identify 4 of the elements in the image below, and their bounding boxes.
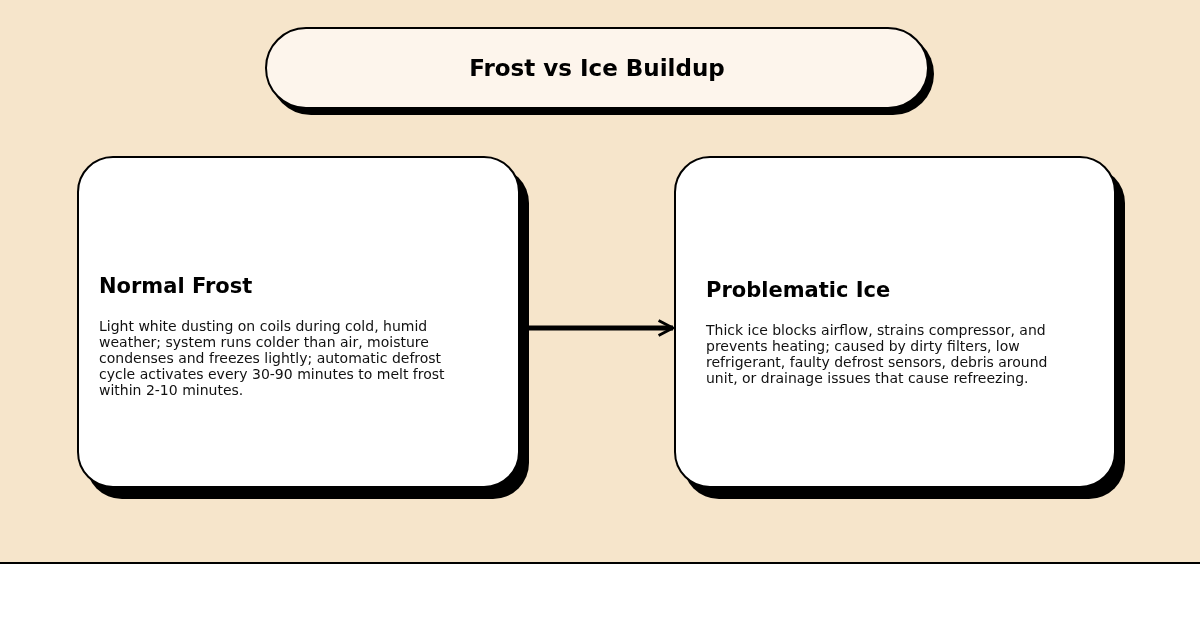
card-heading: Normal Frost bbox=[99, 273, 253, 300]
card-description: Light white dusting on coils during cold, humid weather; system runs colder than air, moisture condenses and freezes lightly; automatic defrost cycle activates every 30-90 minutes to melt frost within 2-10 minutes. bbox=[99, 318, 446, 398]
card-heading: Problematic Ice bbox=[706, 277, 891, 304]
card-description: Thick ice blocks airflow, strains compressor, and prevents heating; caused by dirty filters, low refrigerant, faulty defrost sensors, debris around unit, or drainage issues that cause refreezing. bbox=[706, 322, 1049, 386]
